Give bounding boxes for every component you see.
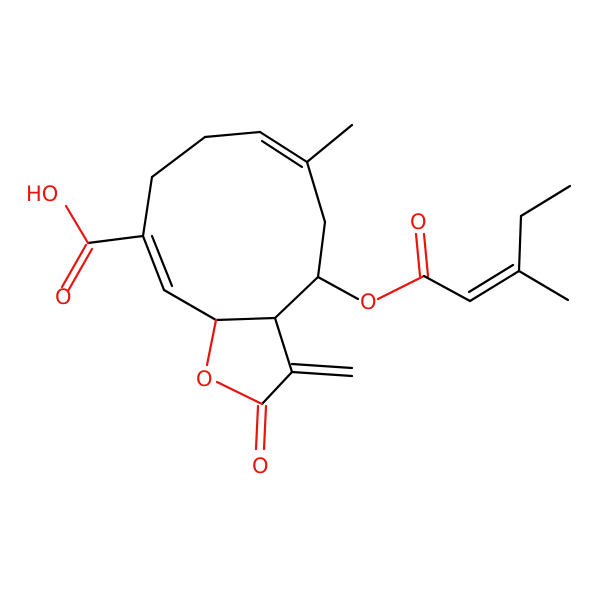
bond-ring-c11-c10-double xyxy=(150,234,174,288)
bond-alpha-beta xyxy=(468,269,521,303)
label-carboxyl-o: O xyxy=(55,285,72,309)
bond-acid-c-ring xyxy=(86,234,145,245)
bond-ring-c8-c7 xyxy=(203,130,262,139)
bond-lactone-c2-o1 xyxy=(215,380,264,406)
label-lactone-carbonyl-o: O xyxy=(252,454,269,478)
bond-ring-c6-c5 xyxy=(305,160,327,224)
label-ester-carbonyl-o: O xyxy=(410,210,427,234)
bond-ester-c-alpha xyxy=(422,274,472,303)
bond-beta-methyl xyxy=(517,269,570,302)
bond-ester-c-o-double-2 xyxy=(422,232,430,278)
bond-c4-ester-o xyxy=(316,275,360,301)
bond-lactone-c3a-c3 xyxy=(273,316,294,374)
bond-ring-c11-c10 xyxy=(141,234,166,292)
bond-lactone-c2-o-double-1 xyxy=(254,404,260,451)
bond-ring-c6-methyl xyxy=(305,123,354,164)
bond-ring-c4-c3a xyxy=(273,275,320,320)
bond-beta-ethyl-ch2 xyxy=(517,214,523,273)
bond-ester-o-c xyxy=(376,274,426,301)
bond-acid-c-o-double-2 xyxy=(66,247,94,293)
bond-lactone-c3-c2 xyxy=(260,370,294,406)
label-hydroxyl: HO xyxy=(26,182,58,206)
bond-ring-c3a-c11a xyxy=(214,316,277,322)
label-ring-o: O xyxy=(196,367,213,391)
bond-exo-methylene-1 xyxy=(290,370,354,378)
bond-acid-c-oh xyxy=(64,204,90,245)
bond-alpha-beta-double xyxy=(467,263,515,294)
bond-ring-c11a-c11 xyxy=(162,288,218,322)
bond-ring-c7-c6 xyxy=(258,130,309,164)
bond-ethyl-ch3 xyxy=(519,184,572,218)
bond-lactone-o1-c11a xyxy=(205,318,218,367)
bond-ester-c-o-double-1 xyxy=(414,232,422,278)
bond-ring-c10-c9 xyxy=(141,175,154,238)
bond-acid-c-o-double-1 xyxy=(60,243,88,289)
bond-ring-c5-c4 xyxy=(316,220,327,279)
bond-ring-c9-c8 xyxy=(150,135,207,179)
bond-exo-methylene-2 xyxy=(290,362,354,370)
bond-lactone-c2-o-double-2 xyxy=(262,404,268,451)
label-ester-o: O xyxy=(360,290,377,314)
bond-ring-c7-c6-double xyxy=(260,139,304,169)
